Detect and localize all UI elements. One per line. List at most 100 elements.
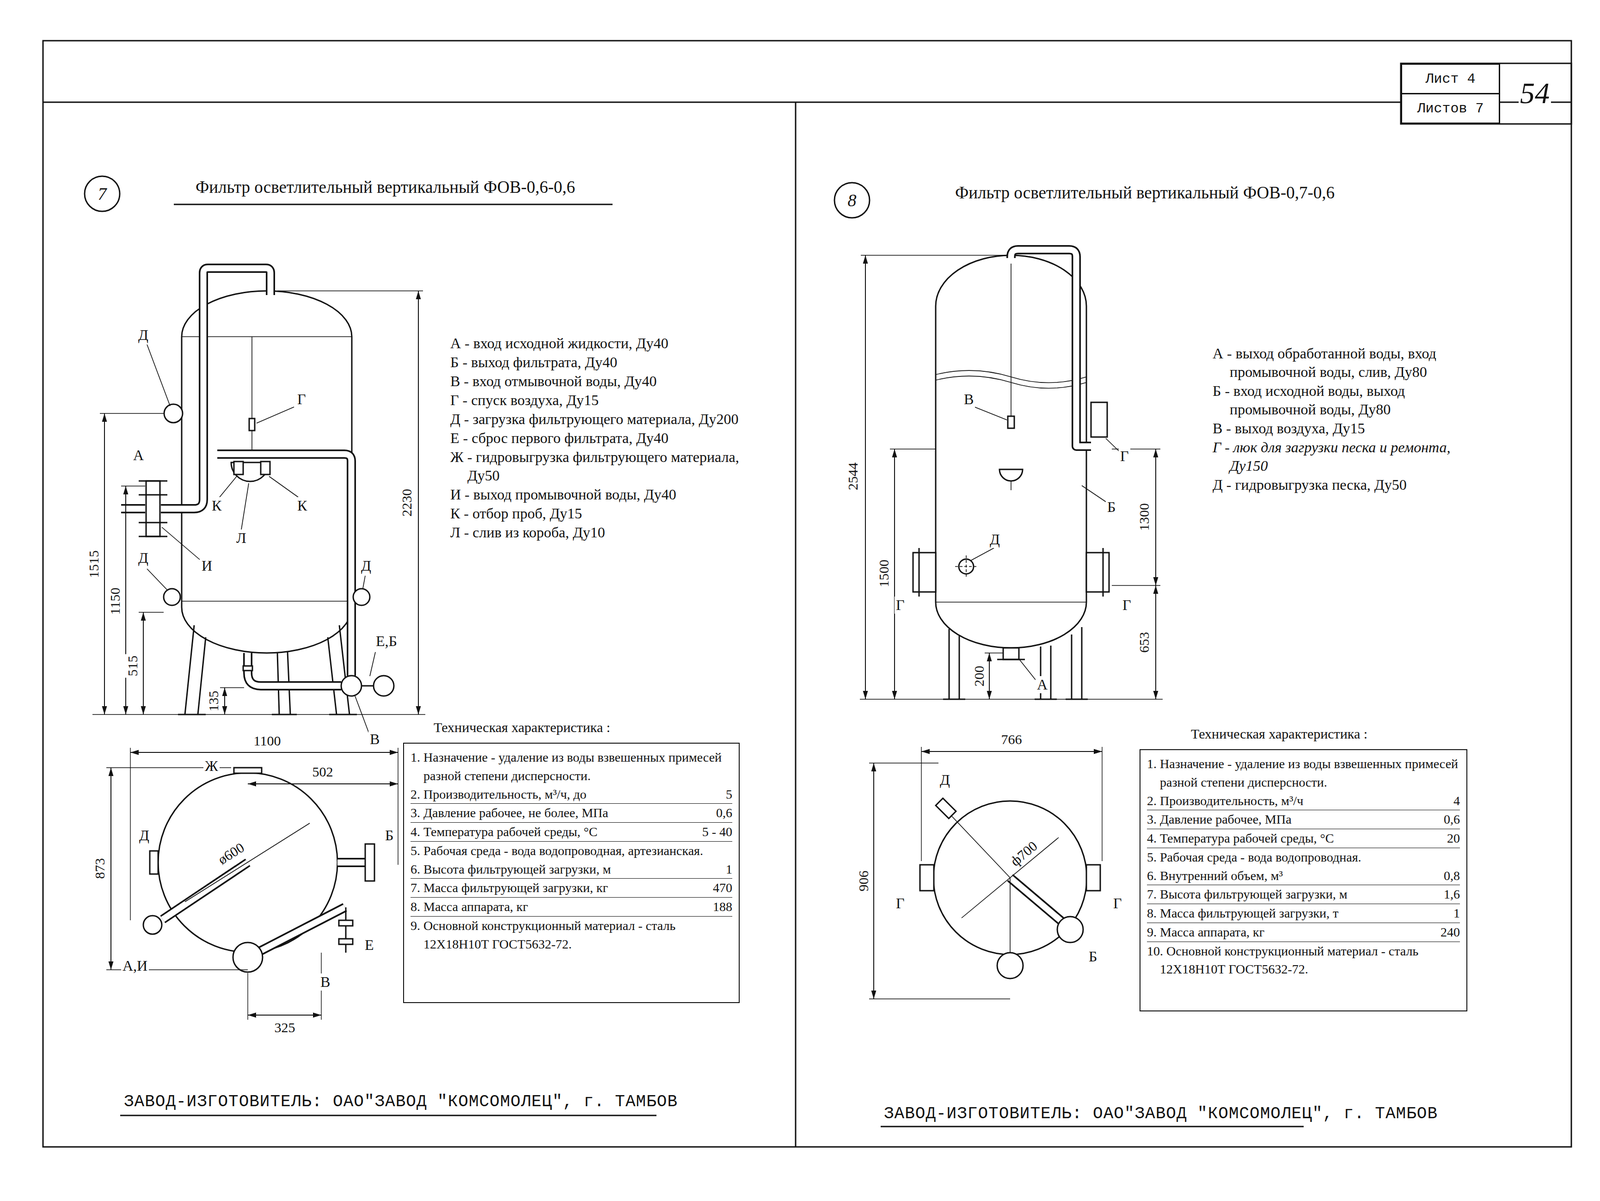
- filter-vessel-front-right: [913, 552, 936, 592]
- dimension-lines-left: [121, 485, 146, 486]
- filter-vessel-front-left: [121, 268, 352, 686]
- legend-entry: Г - люк для загрузки песка и ремонта, Ду…: [1211, 437, 1471, 475]
- dimension-lines-left: [417, 290, 419, 715]
- filter-vessel-plan-left: [338, 938, 353, 945]
- dimension-lines-plan-left: [130, 751, 399, 753]
- filter-vessel-front-left: [181, 600, 352, 602]
- port-letter: К: [210, 496, 223, 515]
- filter-vessel-plan-left: [143, 915, 162, 934]
- table-cell: 7. Масса фильтрующей загрузки, кг: [410, 878, 677, 897]
- table-heading: Техническая характеристика :: [433, 719, 740, 736]
- sheet-frame: [42, 40, 1572, 1147]
- table-row: 4. Температура рабочей среды, °С5 - 40: [410, 822, 733, 842]
- port-letter: Д: [938, 771, 952, 789]
- table-value: 240: [1404, 922, 1460, 942]
- filter-vessel-front-left: [121, 505, 146, 512]
- drawing-title: Фильтр осветлительный вертикальный ФОВ-0…: [194, 177, 577, 198]
- leader-line: [1081, 485, 1106, 502]
- dimension-lines-right: [889, 448, 936, 449]
- dimension-lines-left: [224, 687, 226, 715]
- filter-vessel-plan-right: [997, 952, 1024, 979]
- filter-vessel-plan-right: [1086, 864, 1101, 891]
- legend-entry: А - вход исходной жидкости, Ду40: [448, 333, 745, 353]
- table-row: 5. Рабочая среда - вода водопроводная.: [1146, 847, 1460, 867]
- filter-vessel-front-right: [1011, 249, 1092, 447]
- sheet-cell-text: Листов 7: [1416, 100, 1484, 117]
- legend-entry: И - выход промывочной воды, Ду40: [448, 484, 745, 504]
- dimension-value: ф700: [1006, 836, 1042, 871]
- leader-line: [161, 527, 200, 560]
- leader-line: [147, 344, 376, 733]
- callout-circle: 8: [833, 181, 871, 219]
- port-letter: Ж: [203, 757, 220, 775]
- dimension-lines-left: [92, 713, 426, 715]
- dimension-lines-right: [860, 254, 1008, 256]
- legend-entry: В - вход отмывочной воды, Ду40: [448, 371, 745, 391]
- leader-line: [970, 547, 994, 561]
- port-letter: Д: [136, 326, 150, 344]
- table-heading: Техническая характеристика :: [1190, 725, 1468, 742]
- table-value: 0,8: [1404, 866, 1460, 885]
- filter-vessel-plan-right: [1010, 877, 1062, 921]
- legend-entry: А - выход обработанной воды, вход промыв…: [1211, 343, 1471, 381]
- filter-vessel-front-left: [217, 453, 352, 676]
- filter-vessel-front-left: [247, 652, 342, 686]
- filter-vessel-plan-right: [1057, 916, 1084, 943]
- manufacturer-line: ЗАВОД-ИЗГОТОВИТЕЛЬ: ОАО"ЗАВОД "КОМСОМОЛЕ…: [882, 1103, 1440, 1123]
- table-cell: 4. Температура рабочей среды, °С: [1146, 828, 1405, 848]
- port-letter: К: [295, 496, 309, 515]
- filter-vessel-plan-left: [365, 843, 375, 881]
- port-letter: В: [962, 390, 975, 408]
- port-letter: Д: [359, 557, 373, 575]
- table-value: 1,6: [1404, 884, 1460, 904]
- dimension-value: 200: [971, 664, 988, 688]
- sheet-frame: [42, 101, 1572, 104]
- filter-vessel-plan-right: [1010, 877, 1062, 921]
- callout-number: 7: [98, 183, 107, 204]
- dimension-value: 2230: [398, 487, 416, 518]
- dimension-lines-left: [277, 290, 423, 291]
- dimension-lines-right: [1155, 585, 1157, 699]
- filter-vessel-plan-left: [149, 850, 159, 874]
- filter-vessel-front-left: [121, 268, 394, 715]
- table-value: 470: [676, 878, 733, 897]
- dimension-value: 2544: [845, 460, 862, 492]
- filter-vessel-plan-left: [232, 942, 263, 972]
- filter-vessel-front-right: [918, 547, 920, 597]
- dimension-lines-plan-left: [110, 767, 112, 970]
- dimension-value: 766: [999, 731, 1024, 748]
- filter-vessel-front-left: [260, 461, 270, 475]
- leader-line: [256, 406, 295, 423]
- filter-vessel-plan-right: [1010, 877, 1062, 921]
- dimension-lines-right: [859, 255, 1163, 699]
- filter-vessel-front-right: [1011, 249, 1092, 447]
- table-value: 188: [676, 897, 733, 916]
- dimension-value: 325: [273, 1019, 297, 1036]
- callout-outline: [84, 176, 120, 212]
- table-row: 6. Высота фильтрующей загрузки, м1: [410, 859, 733, 879]
- sheet-cell: Листов 7: [1400, 92, 1501, 124]
- filter-vessel-front-right: [913, 249, 1110, 699]
- table-cell: 5. Рабочая среда - вода водопроводная, а…: [410, 841, 733, 860]
- table-cell: 3. Давление рабочее, МПа: [1146, 809, 1405, 829]
- filter-vessel-plan-left: [143, 767, 375, 972]
- dimension-lines-right: [988, 652, 990, 699]
- filter-vessel-front-left: [361, 685, 374, 687]
- port-letter: Г: [894, 596, 907, 614]
- port-letter: Д: [137, 826, 151, 844]
- filter-vessel-front-right: [1091, 402, 1108, 437]
- table-row: 1. Назначение - удаление из воды взвешен…: [410, 747, 733, 785]
- filter-vessel-plan-left: [337, 859, 366, 866]
- filter-vessel-front-right: [1010, 263, 1012, 428]
- dimension-lines-right: [984, 652, 1004, 653]
- dimension-lines-plan-left: [129, 747, 131, 920]
- filter-vessel-plan-left: [162, 862, 366, 952]
- filter-vessel-plan-left: [338, 919, 353, 926]
- port-letter: А,И: [121, 956, 149, 975]
- table-row: 5. Рабочая среда - вода водопроводная, а…: [410, 841, 733, 860]
- filter-vessel-plan-left: [162, 862, 248, 920]
- dimension-lines-left: [104, 413, 105, 715]
- port-letter: Б: [383, 826, 395, 844]
- dimension-lines-plan-left: [247, 783, 399, 785]
- port-letter: Г: [295, 390, 308, 408]
